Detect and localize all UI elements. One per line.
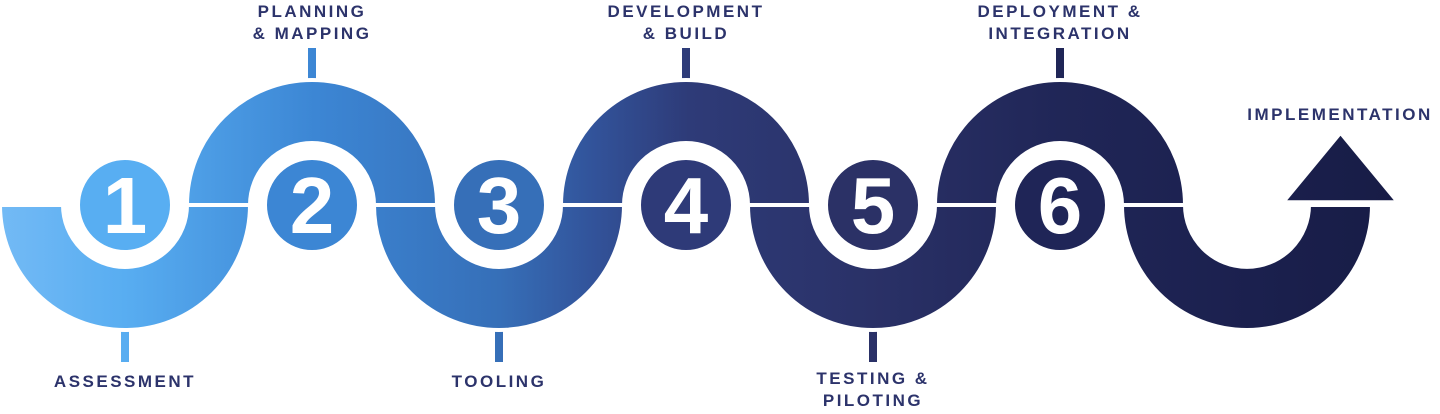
tick-testing [869, 331, 877, 362]
step-label-development: DEVELOPMENT & BUILD [607, 2, 765, 43]
step-number-1: 1 [103, 161, 148, 250]
snake-arc-7 [1119, 203, 1375, 332]
snake-arc-3 [371, 203, 627, 332]
step-label-assessment: ASSESSMENT [53, 372, 197, 391]
snake-arc-5 [745, 203, 1001, 332]
snake-arc-2 [184, 78, 440, 207]
step-number-5: 5 [851, 161, 896, 250]
step-circle-6 [1012, 157, 1108, 253]
tick-tooling [495, 331, 503, 362]
snake-arc-1 [0, 203, 253, 332]
implementation-arrow-icon [1279, 130, 1402, 204]
step-circle-3 [451, 157, 547, 253]
snake-arc-6 [932, 78, 1188, 207]
step-label-tooling: TOOLING [451, 372, 547, 391]
step-number-6: 6 [1038, 161, 1083, 250]
tick-deployment [1056, 48, 1064, 81]
end-label-implementation: IMPLEMENTATION [1247, 105, 1433, 124]
step-circle-1 [77, 157, 173, 253]
tick-development [682, 48, 690, 81]
tick-assessment [121, 331, 129, 362]
step-label-testing: TESTING & PILOTING [816, 369, 930, 410]
step-number-2: 2 [290, 161, 335, 250]
snake-arc-4 [558, 78, 814, 207]
step-number-4: 4 [664, 161, 709, 250]
tick-planning [308, 48, 316, 81]
step-label-planning: PLANNING & MAPPING [252, 2, 372, 43]
step-label-deployment: DEPLOYMENT & INTEGRATION [977, 2, 1143, 43]
step-circle-4 [638, 157, 734, 253]
step-number-3: 3 [477, 161, 522, 250]
step-circle-2 [264, 157, 360, 253]
step-circle-5 [825, 157, 921, 253]
